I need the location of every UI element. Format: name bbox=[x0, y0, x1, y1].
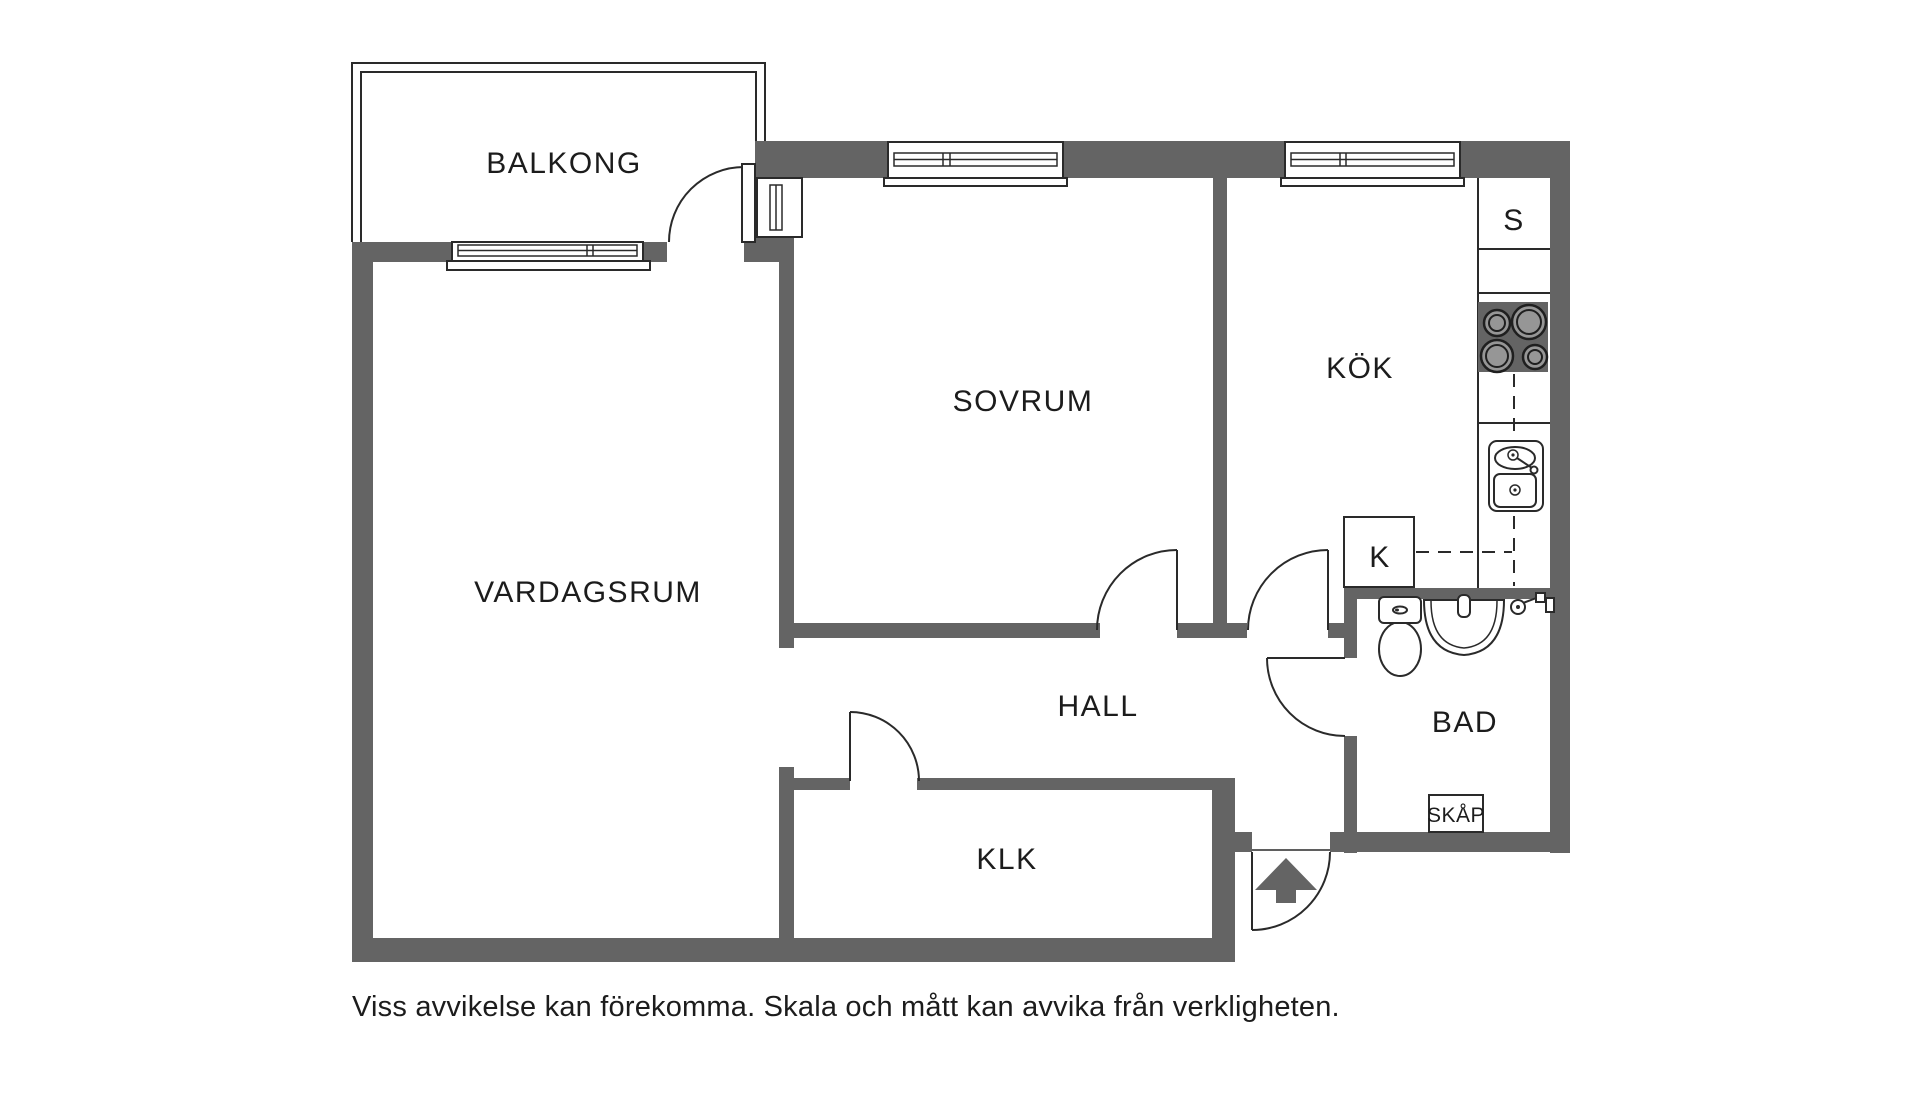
kitchen-bottom-wall bbox=[1344, 588, 1550, 599]
klk-door-swing-arc bbox=[849, 711, 920, 782]
entrance-door bbox=[1251, 849, 1331, 931]
livingroom-top-wall-b bbox=[643, 242, 667, 262]
bath-taps-icon bbox=[1510, 592, 1555, 615]
bathroom-door bbox=[1266, 657, 1346, 737]
toilet-icon bbox=[1378, 596, 1422, 677]
klk-door bbox=[849, 711, 920, 782]
klk-top-wall-b bbox=[917, 778, 1212, 790]
kitchen-sink-icon bbox=[1488, 440, 1544, 512]
klk-right-wall bbox=[1212, 778, 1235, 962]
bedroom-door-swing-arc bbox=[1096, 549, 1178, 631]
entrance-arrow-icon bbox=[1255, 858, 1317, 903]
walls bbox=[352, 141, 1570, 962]
left-wall bbox=[352, 242, 373, 962]
room-label-balkong: BALKONG bbox=[486, 147, 642, 180]
room-label-vardagsrum: VARDAGSRUM bbox=[474, 576, 702, 609]
cabinet-k-box bbox=[1343, 516, 1415, 588]
room-label-hall: HALL bbox=[1057, 690, 1138, 723]
bedroom-kitchen-divider-wall bbox=[1213, 178, 1227, 623]
livingroom-window-icon bbox=[446, 241, 651, 271]
bathroom-bottom-wall bbox=[1330, 832, 1570, 852]
balcony-side-window-icon bbox=[756, 177, 803, 238]
annotation-skap: SKÅP bbox=[1427, 804, 1485, 827]
bathroom-left-wall-lower bbox=[1344, 736, 1357, 853]
bedroom-left-wall bbox=[779, 237, 794, 648]
kitchen-door bbox=[1247, 549, 1329, 631]
stove-icon bbox=[1478, 302, 1549, 374]
top-wall-segment-a bbox=[755, 141, 888, 178]
balcony-door bbox=[668, 163, 756, 243]
livingroom-klk-divider-wall bbox=[779, 767, 794, 962]
washbasin-icon bbox=[1422, 594, 1506, 657]
kitchen-counter bbox=[1416, 178, 1550, 588]
bedroom-window-icon bbox=[883, 141, 1068, 187]
kitchen-door-swing-arc bbox=[1247, 549, 1329, 631]
top-wall-segment-b bbox=[1063, 141, 1285, 178]
room-label-kok: KÖK bbox=[1326, 352, 1394, 385]
right-wall bbox=[1550, 141, 1570, 853]
bathroom-left-wall-upper bbox=[1344, 588, 1357, 658]
room-label-bad: BAD bbox=[1432, 706, 1498, 739]
annotation-k-cabinet: K bbox=[1369, 541, 1391, 574]
kitchen-window-icon bbox=[1280, 141, 1465, 187]
room-label-sovrum: SOVRUM bbox=[953, 385, 1094, 418]
bedroom-bottom-wall-b bbox=[1177, 623, 1247, 638]
entrance-door-swing-arc bbox=[1251, 851, 1331, 931]
skap-box bbox=[1428, 794, 1484, 833]
annotation-s-cabinet: S bbox=[1503, 204, 1525, 237]
balcony-door-swing-arc bbox=[668, 166, 745, 243]
balcony-door-leaf bbox=[741, 163, 756, 243]
disclaimer-caption: Viss avvikelse kan förekomma. Skala och … bbox=[352, 991, 1340, 1023]
bedroom-bottom-wall-a bbox=[794, 623, 1100, 638]
livingroom-top-wall-a bbox=[352, 242, 452, 262]
room-label-klk: KLK bbox=[976, 843, 1037, 876]
bathroom-door-swing-arc bbox=[1266, 657, 1346, 737]
bedroom-door bbox=[1096, 549, 1178, 631]
klk-top-wall-a bbox=[794, 778, 850, 790]
